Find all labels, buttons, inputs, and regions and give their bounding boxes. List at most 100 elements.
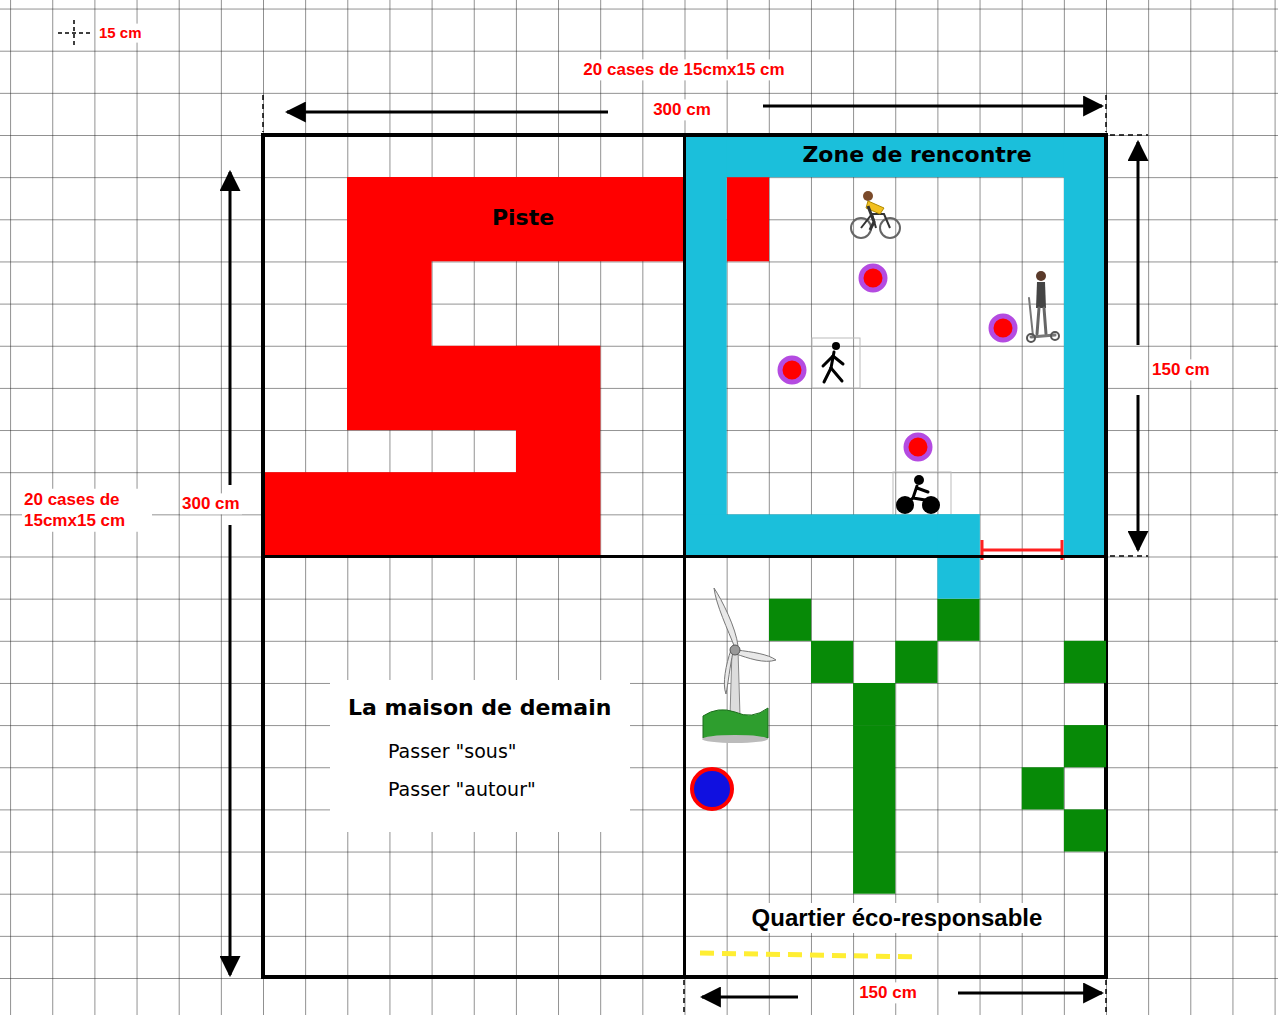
house-rule-holder: Passer "sous": [388, 740, 517, 764]
board-divider: [684, 135, 686, 599]
cyclist-figure: [863, 191, 873, 201]
red-gap-marker: [982, 549, 1062, 552]
walker-figure: [824, 368, 831, 382]
extension-lines: [262, 95, 264, 132]
walker-figure: [832, 342, 840, 350]
house-rule-holder: Passer "autour": [388, 778, 536, 802]
board-frame: [263, 177, 769, 556]
meeting-zone-outline: [684, 135, 1106, 599]
dimension-label-holder: 300 cm: [180, 493, 242, 514]
scooter-figure: [1036, 282, 1046, 308]
green-block: [769, 599, 811, 641]
meeting-band: [685, 135, 1107, 599]
track-fill: [727, 177, 769, 261]
green-block: [1064, 641, 1106, 683]
extension-lines: [683, 980, 685, 1015]
dimension-arrows: [763, 105, 1102, 108]
obstacle-dot: [906, 435, 930, 459]
house-panel: La maison de demainPasser "sous" Passer "…: [330, 680, 630, 832]
dimension-arrows: [230, 106, 1138, 997]
meeting-band: [685, 135, 727, 557]
board-divider: [683, 177, 686, 556]
green-block: [769, 599, 1106, 894]
blue-marker: [692, 769, 732, 809]
scale-marker: [73, 20, 75, 46]
extension-lines: [1105, 95, 1107, 132]
dimension-label-holder: 20 cases de 15cmx15 cm: [22, 489, 152, 532]
scooter-figure: [1027, 334, 1035, 342]
dimension-label: 150 cm: [1150, 359, 1212, 380]
extension-lines: [1110, 555, 1148, 557]
dimension-label: 20 cases de 15cmx15 cm: [581, 59, 786, 80]
dimension-arrows: [287, 111, 608, 114]
dimension-label: 300 cm: [651, 99, 713, 120]
walker-figure: [823, 356, 833, 366]
dimension-arrows: [1137, 142, 1140, 345]
walker-figure: [831, 368, 842, 381]
track-fill: [263, 472, 600, 556]
track-title-holder: Piste: [492, 204, 554, 232]
scooter-figure: [1037, 308, 1039, 334]
wind-turbine: [736, 650, 776, 661]
dimension-arrows: [229, 172, 232, 485]
meeting-zone: Zone de rencontre: [684, 135, 1106, 599]
house-rule: Passer "autour": [388, 778, 536, 802]
obstacle-dot: [861, 266, 885, 290]
green-block: [853, 725, 895, 894]
green-block: [853, 683, 895, 725]
wind-turbine: [702, 588, 776, 743]
obstacle-dot: [991, 316, 1015, 340]
wind-turbine: [730, 645, 740, 655]
cyclist-figure: [851, 191, 900, 238]
green-block: [937, 599, 979, 641]
child-bike-figure: [905, 486, 931, 505]
track-title: Piste: [492, 204, 554, 232]
walker-figure: [831, 352, 834, 368]
scooter-figure: [1029, 298, 1033, 336]
house-title-holder: La maison de demain: [348, 694, 611, 722]
wind-turbine: [714, 588, 738, 648]
green-block: [1064, 809, 1106, 851]
zone-title: Zone de rencontre: [802, 141, 1031, 169]
extension-lines: [1110, 134, 1148, 136]
wind-turbine: [703, 708, 768, 738]
board-divider: [263, 555, 769, 556]
dimension-arrows: [1137, 395, 1140, 550]
dimension-arrows: [958, 992, 1102, 995]
dimension-label-holder: 150 cm: [857, 982, 919, 1003]
house-rule: Passer "sous": [388, 740, 517, 764]
scooter-figure: [1051, 332, 1059, 340]
extension-lines: [1105, 980, 1107, 1015]
dimension-label-holder: 150 cm: [1150, 359, 1212, 380]
yellow-dashed-path: [700, 953, 920, 957]
dimension-arrows: [229, 525, 232, 975]
dimension-arrows: [702, 996, 798, 999]
child-bike-figure: [914, 475, 924, 485]
district-label-holder: Quartier éco-responsable: [750, 903, 1045, 933]
scale-marker: [58, 32, 90, 34]
district-label: Quartier éco-responsable: [750, 903, 1045, 933]
extension-lines: [263, 95, 1148, 1015]
wind-turbine: [724, 650, 733, 694]
obstacle-dot: [780, 358, 804, 382]
obstacle-dot: [780, 266, 1015, 459]
board-frame: [684, 135, 1106, 599]
scale-label-holder: 15 cm: [97, 24, 144, 43]
wind-turbine: [702, 735, 768, 743]
scooter-figure: [1036, 271, 1046, 281]
board-frame: [263, 135, 1106, 977]
walker-figure: [812, 338, 860, 388]
meeting-band: [1064, 135, 1106, 557]
walker-figure: [833, 356, 843, 364]
house-title: La maison de demain: [348, 694, 611, 722]
dimension-label: 20 cases de 15cmx15 cm: [22, 489, 152, 532]
dimension-label: 150 cm: [857, 982, 919, 1003]
green-block: [1064, 725, 1106, 767]
scooter-figure: [1027, 271, 1059, 342]
meeting-band: [685, 135, 1107, 177]
cyclist-figure: [861, 214, 890, 228]
meeting-band: [685, 514, 980, 556]
